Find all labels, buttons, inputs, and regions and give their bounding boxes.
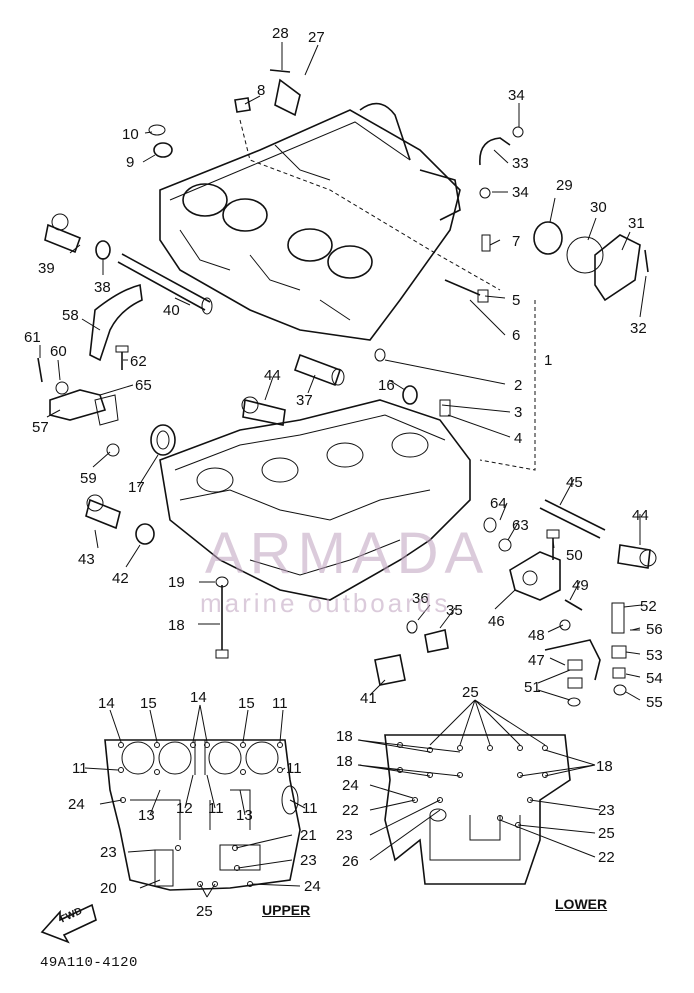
callout-54: 54 [646,670,663,687]
callout-15b: 15 [238,695,255,712]
part-code: 49A110-4120 [40,955,138,971]
callout-39: 39 [38,260,55,277]
callout-46: 46 [488,613,505,630]
callout-11a: 11 [272,695,288,712]
callout-13a: 13 [138,807,155,824]
callout-7: 7 [512,233,520,250]
callout-15a: 15 [140,695,157,712]
callout-43: 43 [78,551,95,568]
callout-3: 3 [514,404,522,421]
callout-25a: 25 [196,903,213,920]
callout-53: 53 [646,647,663,664]
callout-29: 29 [556,177,573,194]
callout-57: 57 [32,419,49,436]
callout-23d: 23 [336,827,353,844]
callout-45: 45 [566,474,583,491]
upper-view-label: UPPER [262,902,311,918]
callout-42: 42 [112,570,129,587]
callout-55: 55 [646,694,663,711]
callout-63: 63 [512,517,529,534]
callout-11b: 11 [72,760,88,777]
callout-20: 20 [100,880,117,897]
callout-18b: 18 [336,753,353,770]
callout-25c: 25 [598,825,615,842]
callout-22a: 22 [342,802,359,819]
callout-38: 38 [94,279,111,296]
callout-23b: 23 [300,852,317,869]
small-parts [37,69,657,707]
callout-44b: 44 [632,507,649,524]
callout-23a: 23 [100,844,117,861]
callout-5: 5 [512,292,520,309]
callout-4: 4 [514,430,522,447]
callout-6: 6 [512,327,520,344]
callout-48: 48 [528,627,545,644]
callout-25b: 25 [462,684,479,701]
callout-18a: 18 [336,728,353,745]
upper-crankcase [159,102,461,341]
callout-13b: 13 [236,807,253,824]
fwd-arrow-icon [40,903,97,944]
callout-2: 2 [514,377,522,394]
callout-47: 47 [528,652,545,669]
callout-44a: 44 [264,367,281,384]
callout-27: 27 [308,29,325,46]
callout-11d: 11 [208,800,224,817]
callout-18: 18 [168,617,185,634]
callout-31: 31 [628,215,645,232]
callout-22b: 22 [598,849,615,866]
callout-24a: 24 [68,796,85,813]
callout-21: 21 [300,827,317,844]
leader-lines [39,42,647,701]
callout-59: 59 [80,470,97,487]
watermark-tagline: marine outboards [200,588,451,618]
callout-33: 33 [512,155,529,172]
callout-34b: 34 [512,184,529,201]
callout-56: 56 [646,621,663,638]
callout-35: 35 [446,602,463,619]
callout-49: 49 [572,577,589,594]
callout-24b: 24 [304,878,321,895]
callout-64: 64 [490,495,507,512]
callout-10: 10 [122,126,139,143]
callout-18c: 18 [596,758,613,775]
callout-32: 32 [630,320,647,337]
callout-30: 30 [590,199,607,216]
callout-52: 52 [640,598,657,615]
callout-labels: 28 27 8 10 9 34 33 34 29 30 31 32 7 5 6 … [24,25,663,920]
lower-view-label: LOWER [555,896,608,912]
callout-51: 51 [524,679,541,696]
callout-60: 60 [50,343,67,360]
watermark-brand: ARMADA [205,521,490,586]
callout-37: 37 [296,392,313,409]
lower-view-outline [357,699,601,885]
callout-34a: 34 [508,87,525,104]
callout-19: 19 [168,574,185,591]
lower-crankcase [159,399,471,601]
callout-24c: 24 [342,777,359,794]
callout-11c: 11 [286,760,302,777]
callout-50: 50 [566,547,583,564]
callout-62: 62 [130,353,147,370]
callout-17: 17 [128,479,145,496]
callout-40: 40 [163,302,180,319]
callout-28: 28 [272,25,289,42]
callout-41: 41 [360,690,377,707]
callout-36: 36 [412,590,429,607]
callout-12: 12 [176,800,193,817]
callout-14b: 14 [190,689,207,706]
callout-23c: 23 [598,802,615,819]
callout-65: 65 [135,377,152,394]
callout-16: 16 [378,377,395,394]
callout-14a: 14 [98,695,115,712]
callout-9: 9 [126,154,134,171]
callout-1: 1 [544,352,552,369]
callout-58: 58 [62,307,79,324]
callout-8: 8 [257,82,265,99]
callout-61: 61 [24,329,41,346]
upper-view-outline [84,704,306,898]
callout-26: 26 [342,853,359,870]
callout-11e: 11 [302,800,318,817]
